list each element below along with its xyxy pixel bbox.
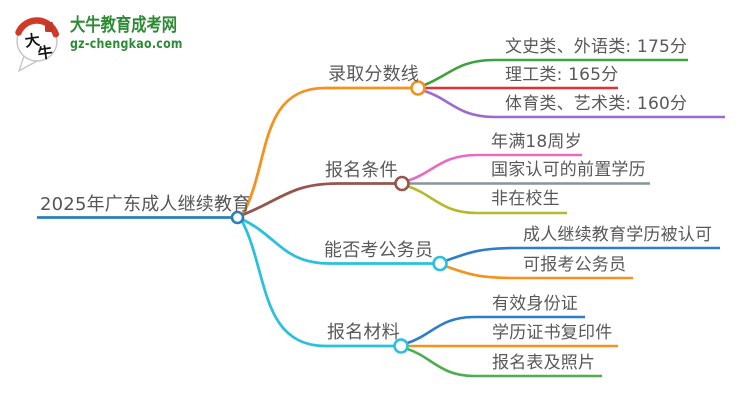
- logo-mark-char-2: 牛: [37, 43, 54, 63]
- logo-bubble-icon: 大 牛: [15, 17, 60, 73]
- logo-red-cap: [15, 17, 60, 38]
- conditions-age-label[interactable]: 年满18周岁: [491, 132, 582, 152]
- score-arts-label[interactable]: 文史类、外语类: 175分: [505, 37, 688, 57]
- conditions-nonstudent-label[interactable]: 非在校生: [491, 189, 560, 209]
- score-sports-label[interactable]: 体育类、艺术类: 160分: [505, 94, 688, 114]
- branch-score-child-line-sports: [424, 89, 725, 119]
- materials-copy-label[interactable]: 学历证书复印件: [492, 323, 613, 343]
- branch-score-label[interactable]: 录取分数线: [328, 64, 419, 85]
- site-url: gz-chengkao.com: [70, 37, 183, 52]
- branch-conditions-label[interactable]: 报名条件: [325, 160, 398, 181]
- branch-civilservice-node-circle[interactable]: [432, 255, 448, 272]
- site-name: 大牛教育成考网: [70, 15, 178, 36]
- branch-materials-node-circle[interactable]: [393, 338, 409, 354]
- branch-score-node-circle[interactable]: [410, 80, 426, 96]
- branch-score-line: [241, 86, 411, 215]
- branch-civilservice-label[interactable]: 能否考公务员: [324, 240, 434, 261]
- branch-materials-child-line-id: [407, 315, 585, 345]
- branch-conditions-child-line-nonstudent: [408, 185, 567, 215]
- branch-conditions-node-circle[interactable]: [394, 175, 410, 192]
- branch-score-child-line-arts: [424, 58, 688, 87]
- branch-materials-child-line-photo: [407, 347, 602, 378]
- branch-civilservice-child-line-apply: [446, 265, 633, 280]
- root-node-circle[interactable]: [230, 210, 245, 225]
- logo-red-seal: [45, 22, 53, 32]
- materials-id-label[interactable]: 有效身份证: [492, 294, 578, 314]
- branch-civilservice-line: [242, 218, 433, 265]
- conditions-diploma-label[interactable]: 国家认可的前置学历: [491, 160, 646, 180]
- site-logo: 大 牛 大牛教育成考网 gz-chengkao.com: [12, 12, 203, 78]
- branch-conditions-child-line-age: [408, 153, 582, 182]
- materials-photo-label[interactable]: 报名表及照片: [492, 353, 596, 373]
- branch-civilservice-child-line-recognized: [446, 246, 720, 262]
- root-label[interactable]: 2025年广东成人继续教育: [40, 194, 251, 215]
- civilservice-apply-label[interactable]: 可报考公务员: [523, 255, 627, 275]
- branch-conditions-line: [242, 182, 395, 216]
- civilservice-recognized-label[interactable]: 成人继续教育学历被认可: [523, 225, 713, 245]
- branch-materials-label[interactable]: 报名材料: [327, 322, 400, 343]
- score-science-label[interactable]: 理工类: 165分: [505, 65, 619, 85]
- logo-mark-char-1: 大: [24, 31, 41, 51]
- branch-materials-line: [241, 221, 394, 348]
